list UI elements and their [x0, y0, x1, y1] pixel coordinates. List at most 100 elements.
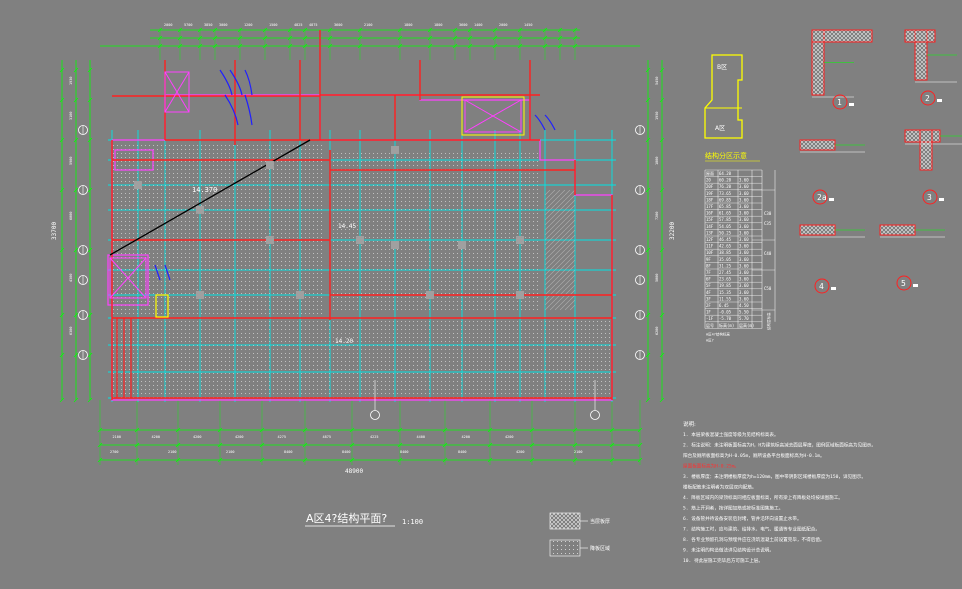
zone-diagram: B区 A区 结构分区示意: [704, 54, 760, 162]
table-cell-elevation: 69.85: [719, 197, 732, 202]
table-cell-elevation: 19.85: [719, 283, 732, 288]
column: [426, 291, 434, 299]
drawing-title: A区4?结构平面?: [306, 511, 387, 525]
table-cell-elevation: 64.20: [719, 171, 732, 176]
dim-tick: [59, 67, 65, 73]
detail-section: [799, 139, 836, 151]
note-line: 4. 降板区域内的梁顶标高同相应板面标高，所有梁上有降板处均按详图施工。: [683, 494, 843, 501]
legend-swatch-1: [549, 512, 581, 530]
top-dim-label: 1200: [244, 23, 252, 27]
table-cell-elevation: -5.70: [719, 316, 732, 321]
table-cell-floor: 19F: [706, 191, 714, 196]
top-dim-label: 1800: [434, 23, 442, 27]
table-footer-2: A区?: [706, 338, 714, 342]
detail-2a: 2a: [799, 139, 865, 205]
column: [266, 161, 274, 169]
detail-bubble: [832, 94, 848, 110]
bottom-dim-label-2: 2100: [574, 450, 582, 454]
elevator-cores: [109, 71, 525, 299]
dim-tick: [659, 312, 665, 318]
table-cell-elevation: 15.35: [719, 290, 732, 295]
table-cell-height: 层高(m): [739, 322, 754, 328]
table-cell-floor: 16F: [706, 211, 714, 216]
detail-3-rib: [919, 129, 933, 171]
table-cell-elevation: 76.20: [719, 184, 732, 189]
dimension-ticks: [59, 27, 665, 465]
dim-tick: [659, 97, 665, 103]
table-cell-elevation: 27.45: [719, 270, 732, 275]
column: [134, 181, 142, 189]
detail-marker: [937, 99, 942, 102]
bottom-dim-label: 2100: [113, 435, 121, 439]
table-cell-height: 3.60: [739, 237, 749, 242]
bottom-dim-label: 4225: [370, 435, 378, 439]
bottom-dim-label: 4275: [278, 435, 286, 439]
detail-number: 2a: [817, 193, 827, 202]
detail-marker: [831, 287, 836, 290]
right-dim-label: 1950: [655, 112, 659, 120]
table-cell-floor: 9F: [706, 257, 711, 262]
zone-b-label: B区: [717, 64, 727, 71]
note-line: 阳台及厕所板面标高为H-0.05m，厕所设备平台板面标高为H-0.1m。: [683, 452, 825, 459]
table-cell-height: 3.60: [739, 197, 749, 202]
column: [516, 291, 524, 299]
table-cell-elevation: 57.85: [719, 217, 732, 222]
legend-item-2: 降板区域: [590, 545, 610, 552]
dim-tick: [87, 312, 93, 318]
bottom-dim-label: 4200: [152, 435, 160, 439]
table-cell-floor: 15F: [706, 217, 714, 222]
grade-header: 结构层标高: [766, 312, 771, 330]
level-label-mid: 14.45: [338, 223, 356, 230]
dim-tick: [73, 247, 79, 253]
dim-tick: [645, 352, 651, 358]
table-cell-height: 3.60: [739, 217, 749, 222]
left-dim-label: 5900: [69, 157, 73, 165]
dim-tick: [73, 352, 79, 358]
left-dim-label: 6000: [69, 212, 73, 220]
dim-tick: [645, 312, 651, 318]
table-cell-floor: 17F: [706, 204, 714, 209]
top-dim-label: 3600: [334, 23, 342, 27]
top-dim-label: 3850: [204, 23, 212, 27]
top-dim-label: 4875: [309, 23, 317, 27]
table-cell-elevation: 35.05: [719, 257, 732, 262]
dim-tick: [659, 67, 665, 73]
top-dim-label: 3000: [219, 23, 227, 27]
table-cell-elevation: 6.45: [719, 303, 729, 308]
table-cell-floor: 20F: [706, 184, 714, 189]
bottom-dim-label-2: 8400: [400, 450, 408, 454]
column: [391, 241, 399, 249]
note-line: 8. 各专业预留孔洞与预埋件应在浇筑混凝土前设置完毕，不得后凿。: [683, 536, 825, 543]
top-dim-label: 1400: [474, 23, 482, 27]
table-cell-elevation: 61.65: [719, 211, 732, 216]
table-cell-height: 3.60: [739, 270, 749, 275]
note-line: 1. 本层梁板混凝土强度等级为见结构标高表。: [683, 431, 779, 438]
dim-tick: [659, 187, 665, 193]
top-dim-label: 5700: [184, 23, 192, 27]
bottom-dim-label-2: 8400: [342, 450, 350, 454]
table-cell-elevation: 31.25: [719, 263, 732, 268]
top-dim-label: 1450: [524, 23, 532, 27]
dim-tick: [87, 137, 93, 143]
dim-tick: [87, 67, 93, 73]
dim-tick: [87, 187, 93, 193]
top-dim-label: 1800: [404, 23, 412, 27]
right-dim-label: 7200: [655, 212, 659, 220]
dim-tick: [645, 397, 651, 403]
detail-number: 1: [837, 98, 842, 107]
dim-tick: [87, 397, 93, 403]
note-line: 3. 楼板厚度：未注明楼板厚度为h=120mm，图中带阴影区域楼板厚度为150，…: [683, 473, 866, 480]
dim-tick: [87, 97, 93, 103]
dim-tick: [645, 137, 651, 143]
detail-bubble: [922, 189, 938, 205]
note-line: 6. 设备管井待设备安装后封堵，管井沿环向设置止水带。: [683, 515, 802, 522]
table-cell-floor: 3F: [706, 296, 711, 301]
bottom-dim-label: 4200: [505, 435, 513, 439]
bottom-dim-label-2: 8400: [284, 450, 292, 454]
detail-1-flange: [811, 29, 873, 43]
bottom-dim-label-2: 2100: [168, 450, 176, 454]
